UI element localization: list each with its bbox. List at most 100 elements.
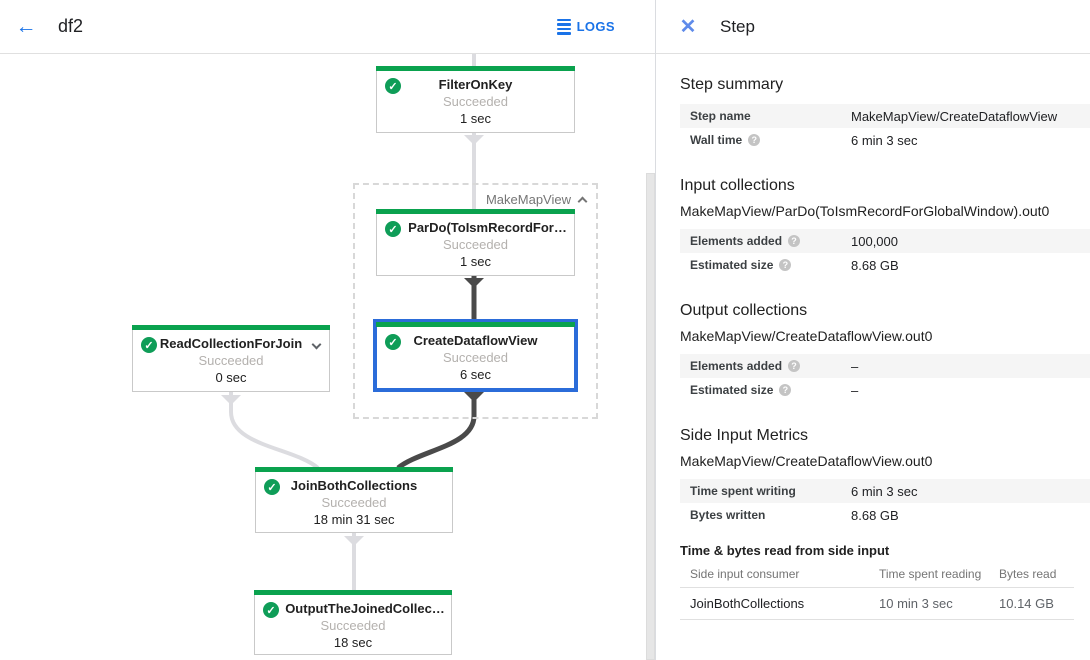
section-heading: Output collections	[680, 302, 808, 319]
graph-node-filteronkey[interactable]: ✓ FilterOnKey Succeeded 1 sec	[376, 66, 575, 133]
check-circle-icon: ✓	[385, 334, 401, 350]
stage-label: MakeMapView	[485, 192, 571, 207]
arrowhead-light	[464, 135, 484, 145]
kv-label: Bytes written	[690, 508, 766, 522]
table-cell-bytes-read: 10.14 GB	[999, 596, 1054, 611]
node-time: 0 sec	[215, 370, 247, 385]
status-bar-succeeded	[254, 590, 452, 595]
app-bar: ← df2 LOGS	[0, 0, 655, 54]
help-icon[interactable]: ?	[788, 235, 801, 247]
kv-row-step-name: Step name MakeMapView/CreateDataflowView	[680, 104, 1090, 128]
kv-value: 100,000	[851, 233, 898, 249]
graph-node-joinbothcollections[interactable]: ✓ JoinBothCollections Succeeded 18 min 3…	[255, 467, 453, 533]
status-bar-succeeded	[376, 209, 575, 214]
graph-node-outputthejoined[interactable]: ✓ OutputTheJoinedCollec… Succeeded 18 se…	[254, 590, 452, 655]
node-status: Succeeded	[321, 495, 387, 510]
help-icon[interactable]: ?	[779, 259, 792, 271]
check-circle-icon: ✓	[141, 337, 157, 353]
kv-row-estimated-size: Estimated size ? 8.68 GB	[680, 253, 1090, 277]
node-status: Succeeded	[320, 618, 386, 633]
table-row[interactable]: JoinBothCollections 10 min 3 sec 10.14 G…	[680, 588, 1074, 620]
kv-label: Step name	[690, 109, 751, 123]
node-title: CreateDataflowView	[413, 333, 538, 348]
graph-node-pardo[interactable]: ✓ ParDo(ToIsmRecordFor… Succeeded 1 sec	[376, 209, 575, 276]
node-time: 1 sec	[459, 254, 492, 269]
kv-value: –	[851, 382, 859, 398]
table-cell-consumer: JoinBothCollections	[690, 596, 805, 611]
node-title: OutputTheJoinedCollec…	[285, 601, 445, 616]
panel-header: ✕ Step	[656, 0, 1090, 54]
status-bar-succeeded	[255, 467, 453, 472]
node-title: JoinBothCollections	[290, 478, 418, 493]
kv-label: Elements added	[690, 359, 783, 373]
node-time: 18 min 31 sec	[313, 512, 395, 527]
collection-name: MakeMapView/CreateDataflowView.out0	[680, 328, 933, 344]
graph-node-readcollectionforjoin[interactable]: ✓ ReadCollectionForJoin Succeeded 0 sec	[132, 325, 330, 392]
kv-row-time-spent-writing: Time spent writing 6 min 3 sec	[680, 479, 1090, 503]
collection-name: MakeMapView/ParDo(ToIsmRecordForGlobalWi…	[680, 203, 1050, 219]
chevron-up-icon	[577, 196, 588, 207]
check-circle-icon: ✓	[385, 221, 401, 237]
kv-label: Estimated size	[690, 383, 774, 397]
help-icon[interactable]: ?	[748, 134, 761, 146]
node-time: 6 sec	[459, 367, 492, 382]
list-icon	[556, 18, 571, 35]
kv-value: 6 min 3 sec	[851, 132, 918, 148]
section-input-collections: Input collections MakeMapView/ParDo(ToIs…	[680, 177, 1090, 277]
job-title: df2	[58, 16, 84, 36]
job-graph-canvas[interactable]: MakeMapView ✓ FilterOnKey Succeeded 1 se…	[0, 54, 655, 660]
kv-row-elements-added: Elements added ? –	[680, 354, 1090, 378]
panel-body: Step summary Step name MakeMapView/Creat…	[656, 54, 1090, 620]
vertical-scrollbar[interactable]	[646, 173, 655, 660]
section-heading: Side Input Metrics	[680, 427, 809, 444]
stage-collapse-toggle[interactable]: MakeMapView	[485, 192, 588, 207]
section-side-input-metrics: Side Input Metrics MakeMapView/CreateDat…	[680, 427, 1090, 527]
column-header: Bytes read	[999, 567, 1057, 581]
node-status: Succeeded	[442, 237, 509, 252]
kv-value: 6 min 3 sec	[851, 483, 918, 499]
check-circle-icon: ✓	[263, 602, 279, 618]
side-input-read-table: Time & bytes read from side input Side i…	[680, 543, 1074, 620]
arrowhead-light	[344, 536, 364, 546]
arrowhead-dark	[464, 278, 484, 288]
help-icon[interactable]: ?	[788, 360, 801, 372]
table-cell-time-read: 10 min 3 sec	[879, 596, 953, 611]
arrowhead-light	[221, 395, 241, 405]
kv-label: Elements added	[690, 234, 783, 248]
node-time: 1 sec	[459, 111, 492, 126]
node-title: ParDo(ToIsmRecordFor…	[408, 220, 567, 235]
kv-row-bytes-written: Bytes written 8.68 GB	[680, 503, 1090, 527]
graph-node-createdataflowview[interactable]: ✓ CreateDataflowView Succeeded 6 sec	[376, 322, 575, 389]
table-heading: Time & bytes read from side input	[680, 543, 890, 558]
kv-row-estimated-size: Estimated size ? –	[680, 378, 1090, 402]
section-heading: Step summary	[680, 76, 784, 93]
kv-row-elements-added: Elements added ? 100,000	[680, 229, 1090, 253]
kv-value: –	[851, 358, 859, 374]
arrow-left-icon: ←	[15, 14, 37, 38]
kv-label: Time spent writing	[690, 484, 796, 498]
node-status: Succeeded	[442, 94, 509, 109]
column-header: Time spent reading	[879, 567, 982, 581]
kv-label: Wall time	[690, 133, 743, 147]
kv-value: 8.68 GB	[851, 507, 899, 523]
section-output-collections: Output collections MakeMapView/CreateDat…	[680, 302, 1090, 402]
node-title: ReadCollectionForJoin	[159, 336, 303, 351]
node-title: FilterOnKey	[438, 77, 513, 92]
check-circle-icon: ✓	[385, 78, 401, 94]
close-panel-button[interactable]: ✕	[676, 15, 700, 39]
status-bar-succeeded	[132, 325, 330, 330]
column-header: Side input consumer	[690, 567, 800, 581]
composite-stage-makemapview: MakeMapView	[353, 183, 598, 419]
node-time: 18 sec	[333, 635, 373, 650]
section-step-summary: Step summary Step name MakeMapView/Creat…	[680, 76, 1090, 152]
logs-button-label: LOGS	[576, 19, 615, 34]
help-icon[interactable]: ?	[779, 384, 792, 396]
node-status: Succeeded	[198, 353, 264, 368]
status-bar-succeeded	[376, 322, 575, 327]
graph-pane: ← df2 LOGS	[0, 0, 655, 660]
kv-value: 8.68 GB	[851, 257, 899, 273]
logs-button[interactable]: LOGS	[551, 15, 621, 39]
back-button[interactable]: ←	[12, 13, 40, 41]
kv-row-wall-time: Wall time ? 6 min 3 sec	[680, 128, 1090, 152]
